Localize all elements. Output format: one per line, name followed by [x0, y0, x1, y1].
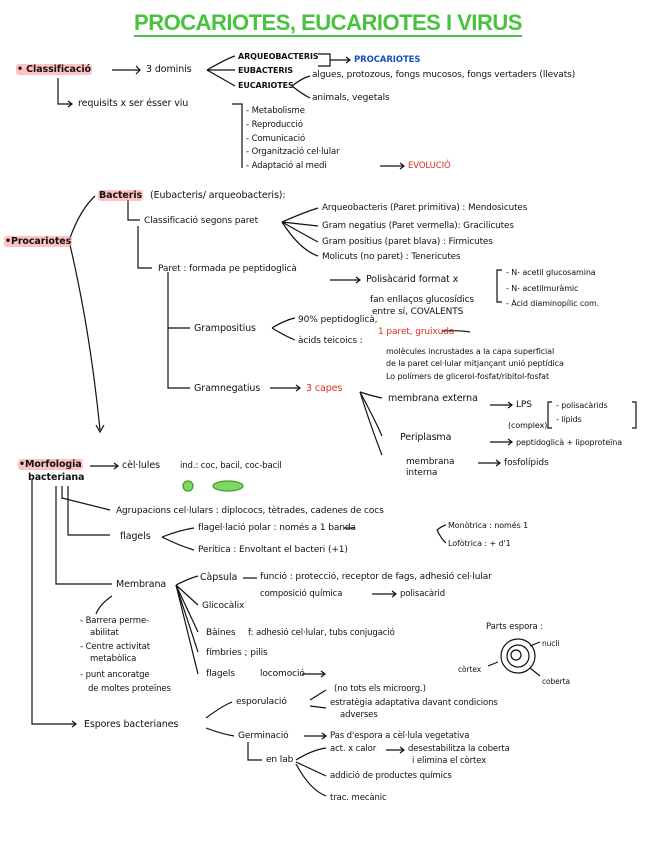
- arqueobacteris: ARQUEOBACTERIS: [238, 52, 319, 61]
- gp-polimers: Lo polímers de glicerol-fosfat/ribitol-f…: [386, 372, 550, 381]
- adverses: adverses: [340, 710, 378, 720]
- locomocio: locomoció: [260, 669, 305, 679]
- eucariotes-desc-2: animals, vegetals: [312, 93, 390, 103]
- acid-diaminopilic: - Àcid diaminopílic com.: [506, 299, 600, 308]
- espora-cortex: còrtex: [458, 665, 482, 674]
- elimina-cortex: i elimina el còrtex: [412, 756, 487, 766]
- addicio-productes: addició de productes químics: [330, 771, 452, 781]
- estrategia-adaptativa: estratègia adaptativa davant condicions: [330, 698, 498, 708]
- no-tots-microorg: (no tots els microorg.): [334, 684, 426, 694]
- centre-activitat-2: metabòlica: [90, 654, 137, 664]
- flagel-lacio-polar: flagel·lació polar : només a 1 banda: [198, 523, 356, 533]
- tres-capes: 3 capes: [306, 383, 343, 394]
- esporulacio: esporulació: [236, 697, 287, 707]
- evolucio: EVOLUCIÓ: [408, 161, 451, 171]
- procariotes-tag: PROCARIOTES: [354, 55, 421, 65]
- classificacio-label: • Classificació: [16, 64, 92, 75]
- req-organitzacio: - Organització cel·lular: [246, 147, 340, 157]
- procariotes-label: •Procariotes: [4, 236, 73, 247]
- tres-dominis: 3 dominis: [146, 64, 192, 75]
- req-metabolisme: - Metabolisme: [246, 106, 305, 116]
- punt-ancoratge-2: de moltes proteïnes: [88, 684, 171, 694]
- gp-acids-teicoics: àcids teicoics :: [298, 336, 363, 346]
- cell-shapes-drawing: [182, 480, 244, 492]
- n-acetil-glucosamina: - N- acetil glucosamina: [506, 268, 596, 277]
- flagels-membrana: flagels: [206, 669, 235, 679]
- baines: Bàines: [206, 628, 236, 638]
- lofotrica: Lofòtrica : + d'1: [448, 539, 511, 548]
- gp-peptidoglica: 90% peptidoglicà,: [298, 315, 378, 325]
- espora-nucli: nucli: [542, 639, 560, 648]
- lps-complex: (complex): [508, 421, 548, 430]
- glicocalix: Glicocàlix: [202, 601, 245, 611]
- membrana-interna: membrana interna: [406, 457, 455, 478]
- eucariotes: EUCARIOTES: [238, 81, 294, 90]
- espora-coberta: coberta: [542, 677, 571, 686]
- espores-bacterianes: Espores bacterianes: [84, 719, 179, 730]
- lps-polisacarids: - polisacàrids: [556, 401, 608, 410]
- gp-molecules: molècules incrustades a la capa superfic…: [386, 347, 555, 356]
- capsula-polisacarid: polisacàrid: [400, 589, 445, 599]
- morfologia-label: •Morfologia: [18, 459, 83, 470]
- parts-espora: Parts espora :: [486, 622, 544, 632]
- capsula-funcio: funció : protecció, receptor de fags, ad…: [260, 572, 492, 582]
- req-adaptacio: - Adaptació al medi: [246, 161, 327, 171]
- paret-label: Paret : formada pe peptidoglicà: [158, 264, 297, 274]
- entre-si-covalents: entre sí, COVALENTS: [372, 307, 464, 317]
- cp-gram-negatius: Gram negatius (Paret vermella): Gracilic…: [322, 221, 514, 231]
- flagels-label: flagels: [120, 531, 151, 542]
- monotrica: Monòtrica : només 1: [448, 521, 529, 530]
- lps: LPS: [516, 400, 532, 410]
- grampositius-label: Grampositius: [194, 323, 256, 334]
- formes-cellulars: ind.: coc, bacil, coc-bacil: [180, 461, 282, 471]
- polisacarid-label: Polisàcarid format x: [366, 274, 459, 285]
- bacteris-label: Bacteris: [98, 190, 144, 201]
- cp-gram-positius: Gram positius (paret blava) : Firmicutes: [322, 237, 493, 247]
- enllasos-glucosidics: fan enllaços glucosídics: [370, 295, 475, 305]
- eubacteris: EUBACTERIS: [238, 66, 293, 75]
- germinacio: Germinació: [238, 731, 289, 741]
- act-calor: act. x calor: [330, 744, 377, 754]
- fosfolipids: fosfolípids: [504, 458, 549, 468]
- lps-lipids: - lípids: [556, 415, 582, 424]
- punt-ancoratge: - punt ancoratge: [80, 670, 150, 680]
- membrana-label: Membrana: [116, 579, 167, 590]
- tractament-mecanic: trac. mecànic: [330, 793, 387, 803]
- n-acetilmuramic: - N- acetilmuràmic: [506, 284, 579, 293]
- fimbries: fímbries ; pilis: [206, 648, 268, 658]
- periplasma: Periplasma: [400, 432, 452, 443]
- bacteris-sub: (Eubacteris/ arqueobacteris):: [150, 190, 286, 201]
- baines-funcio: f: adhesió cel·lular, tubs conjugació: [248, 628, 395, 638]
- cp-molicuts: Molicuts (no paret) : Tenericutes: [322, 252, 461, 262]
- pas-espora: Pas d'espora a cèl·lula vegetativa: [330, 731, 470, 741]
- peptidoglica-lipoproteina: peptidoglicà + lipoproteïna: [516, 438, 623, 447]
- desestabilitza-coberta: desestabilitza la coberta: [408, 744, 510, 754]
- paret-gruixuda: 1 paret, gruixuda: [378, 327, 455, 337]
- peritica: Perítica : Envoltant el bacteri (+1): [198, 545, 348, 555]
- cp-arqueobacteris: Arqueobacteris (Paret primitiva) : Mendo…: [322, 203, 528, 213]
- membrana-externa: membrana externa: [388, 393, 478, 404]
- page-title: PROCARIOTES, EUCARIOTES I VIRUS: [134, 10, 522, 37]
- barrera-2: abilitat: [90, 628, 119, 638]
- capsula-composicio: composició química: [260, 589, 343, 599]
- req-comunicacio: - Comunicació: [246, 134, 306, 144]
- bacteriana-label: bacteriana: [28, 472, 85, 483]
- classificacio-paret: Classificació segons paret: [144, 216, 259, 226]
- req-reproduccio: - Reproducció: [246, 120, 303, 130]
- centre-activitat: - Centre activitat: [80, 642, 150, 652]
- gp-paret-cellular: de la paret cel·lular mitjançant unió pe…: [386, 359, 564, 368]
- en-lab: en lab: [266, 755, 294, 765]
- requisits-label: requisits x ser ésser viu: [78, 98, 189, 109]
- cellules: cèl·lules: [122, 460, 160, 471]
- agrupacions: Agrupacions cel·lulars : diplococs, tètr…: [116, 506, 384, 516]
- capsula: Càpsula: [200, 572, 238, 583]
- eucariotes-desc-1: algues, protozous, fongs mucosos, fongs …: [312, 70, 576, 80]
- barrera: - Barrera perme-: [80, 616, 150, 626]
- gramnegatius-label: Gramnegatius: [194, 383, 261, 394]
